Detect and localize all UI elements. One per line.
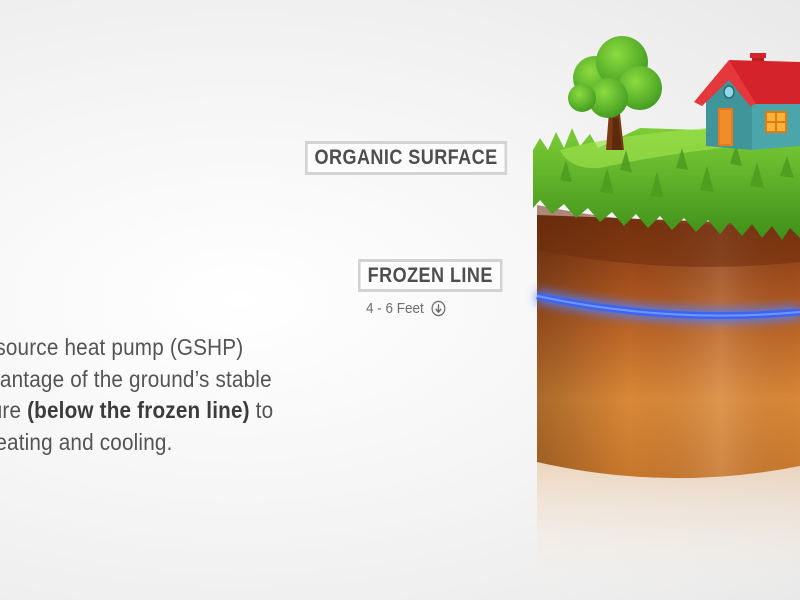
topsoil-band — [537, 205, 800, 267]
house-icon — [694, 53, 800, 150]
frozen-line-text: FROZEN LINE — [367, 263, 493, 287]
description-line-3-start: rature — [0, 397, 22, 423]
organic-surface-text: ORGANIC SURFACE — [314, 146, 498, 169]
description-emphasis: (below the frozen line) — [27, 397, 250, 423]
arrow-down-circle-icon — [431, 300, 446, 317]
description-line-4: e heating and cooling. — [0, 428, 173, 455]
description-line-1: nd source heat pump (GSHP) — [0, 334, 244, 360]
description-line-3-end: to — [249, 397, 274, 423]
description-line-3: rature (below the frozen line) to — [0, 395, 344, 427]
frozen-depth-text: 4 - 6 Feet — [366, 300, 424, 317]
frozen-depth: 4 - 6 Feet — [366, 300, 446, 317]
frozen-line-label: FROZEN LINE — [358, 259, 503, 292]
organic-surface-label: ORGANIC SURFACE — [305, 141, 508, 175]
description-line-2: advantage of the ground’s stable — [0, 365, 272, 392]
tree-icon — [568, 36, 662, 150]
ground-reflection — [537, 462, 800, 600]
gshp-description: nd source heat pump (GSHP) advantage of … — [0, 332, 344, 458]
